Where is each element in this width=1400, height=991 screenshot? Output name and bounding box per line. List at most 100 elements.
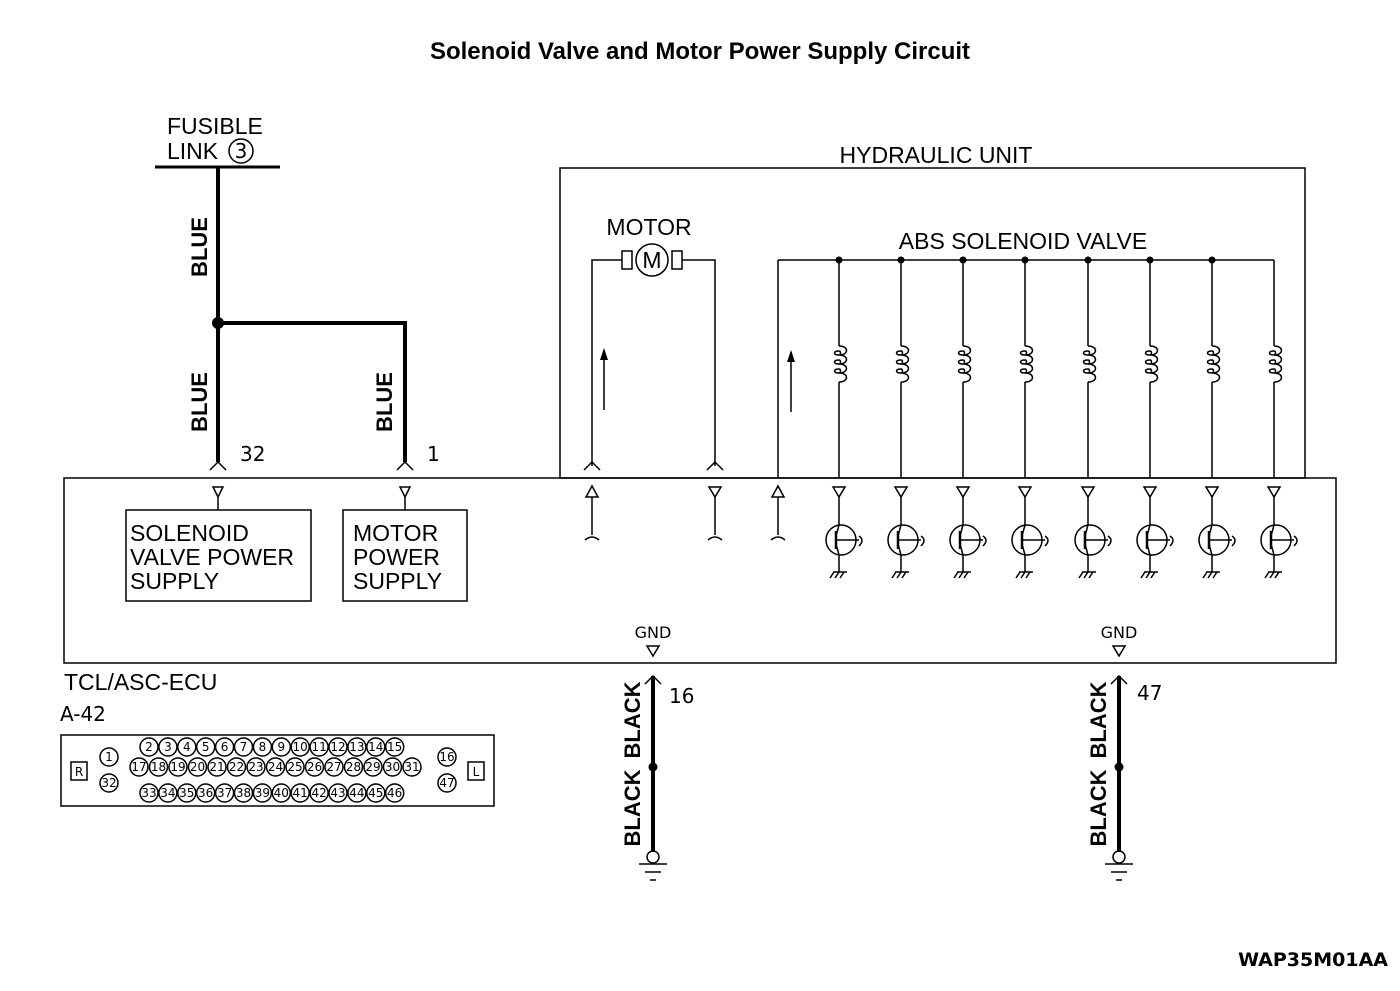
wire-color-label: BLACK bbox=[1086, 681, 1111, 758]
gnd-label: GND bbox=[1101, 623, 1138, 642]
connector-pin-number: 11 bbox=[311, 740, 326, 754]
connector-pin-number: 26 bbox=[307, 760, 322, 774]
pin-number: 32 bbox=[240, 442, 265, 466]
wire-color-label: BLUE bbox=[187, 217, 212, 277]
connector-id: A-42 bbox=[60, 702, 106, 726]
connector-pin-number: 40 bbox=[274, 786, 289, 800]
connector-pin: 16 bbox=[437, 747, 457, 767]
connector-pin: 29 bbox=[363, 757, 383, 777]
connector-pin-number: 35 bbox=[179, 786, 194, 800]
connector-pin: 18 bbox=[148, 757, 169, 777]
connector-pin-number: 16 bbox=[439, 750, 454, 764]
connector-pin-number: 18 bbox=[151, 760, 166, 774]
motor-symbol-letter: M bbox=[642, 247, 661, 273]
connector-pin: 38 bbox=[233, 783, 254, 803]
ground-wiring: 16 BLACK BLACK 47 BLACK BLACK bbox=[620, 674, 1162, 881]
connector-pin-number: 23 bbox=[248, 760, 263, 774]
connector-pin-number: 17 bbox=[131, 760, 146, 774]
solenoid-valve-circuit bbox=[949, 256, 987, 579]
junction-dot bbox=[212, 317, 224, 329]
solenoid-coil bbox=[833, 345, 848, 383]
connector-pin: 25 bbox=[285, 757, 305, 777]
connector-pin: 20 bbox=[187, 757, 208, 777]
wire-color-label: BLUE bbox=[187, 372, 212, 432]
wire-color-label: BLACK bbox=[620, 681, 645, 758]
connector-pin: 19 bbox=[168, 757, 188, 777]
connector-pin-number: 21 bbox=[209, 760, 224, 774]
motor-power-supply-box bbox=[342, 509, 468, 602]
hydraulic-unit-label: HYDRAULIC UNIT bbox=[840, 142, 1033, 168]
sv-box-line: SOLENOID bbox=[130, 520, 249, 546]
solenoid-coil bbox=[895, 345, 910, 383]
connector-pin-number: 29 bbox=[365, 760, 380, 774]
solenoid-coil bbox=[1206, 345, 1221, 383]
motor-box-line: SUPPLY bbox=[353, 568, 442, 594]
solenoid-valve-circuit bbox=[1011, 256, 1049, 579]
ground-terminal bbox=[646, 850, 660, 864]
solenoid-coil bbox=[1019, 345, 1034, 383]
connector-pin-number: 5 bbox=[202, 740, 210, 754]
solenoid-valve-circuit bbox=[1198, 256, 1236, 579]
connector-pin: 5 bbox=[195, 737, 216, 757]
connector-pin: 6 bbox=[214, 737, 235, 757]
fusible-link-number: 3 bbox=[235, 139, 248, 163]
solenoid-coil bbox=[1082, 345, 1097, 383]
connector-pin-number: 37 bbox=[217, 786, 232, 800]
motor-symbol bbox=[635, 243, 669, 277]
connector-pin-number: 3 bbox=[164, 740, 172, 754]
connector-pin: 14 bbox=[366, 737, 386, 757]
connector-pin-number: 20 bbox=[190, 760, 205, 774]
connector-pin: 47 bbox=[437, 773, 457, 793]
connector-pin-number: 33 bbox=[141, 786, 156, 800]
connector-pin-number: 41 bbox=[293, 786, 308, 800]
connector-pin-number: 15 bbox=[387, 740, 402, 754]
connector-pin: 30 bbox=[382, 757, 403, 777]
abs-solenoid-valve-label: ABS SOLENOID VALVE bbox=[899, 228, 1147, 254]
wire-color-label: BLUE bbox=[372, 372, 397, 432]
blue-wiring: BLUE BLUE BLUE 32 1 bbox=[187, 167, 440, 471]
gnd-label: GND bbox=[635, 623, 672, 642]
solenoid-coil bbox=[1268, 345, 1283, 383]
sv-box-line: VALVE POWER bbox=[130, 544, 294, 570]
connector-pin: 42 bbox=[309, 783, 329, 803]
connector-pin: 4 bbox=[177, 737, 197, 757]
connector-pin-number: 46 bbox=[387, 786, 402, 800]
connector-pin: 32 bbox=[99, 773, 119, 793]
connector-pin: 45 bbox=[366, 783, 386, 803]
connector-pin-number: 43 bbox=[330, 786, 345, 800]
solenoid-valve-circuit bbox=[825, 256, 863, 579]
connector-pin: 41 bbox=[290, 783, 310, 803]
connector-pin: 37 bbox=[214, 783, 235, 803]
connector-pin: 34 bbox=[158, 783, 178, 803]
connector-pin-number: 47 bbox=[439, 776, 454, 790]
drawing-code: WAP35M01AA bbox=[1238, 949, 1388, 971]
connector-pin-number: 42 bbox=[311, 786, 326, 800]
connector-pin: 15 bbox=[384, 737, 405, 757]
connector-pin: 10 bbox=[290, 737, 310, 757]
connector-pin-number: 12 bbox=[330, 740, 345, 754]
solenoid-valve-circuit bbox=[887, 256, 925, 579]
connector-pin-number: 8 bbox=[259, 740, 267, 754]
connector-pin-number: 31 bbox=[404, 760, 419, 774]
pin-number: 47 bbox=[1137, 681, 1162, 705]
connector-pin: 22 bbox=[226, 757, 247, 777]
connector-pin: 43 bbox=[328, 783, 348, 803]
connector-pin-number: 22 bbox=[229, 760, 244, 774]
motor-box-line: MOTOR bbox=[353, 520, 438, 546]
motor-box-line: POWER bbox=[353, 544, 440, 570]
fusible-link: FUSIBLE LINK 3 bbox=[155, 113, 280, 169]
connector-pin: 12 bbox=[328, 737, 348, 757]
connector-pin: 39 bbox=[252, 783, 273, 803]
connector-pin-number: 1 bbox=[105, 750, 113, 764]
wire-color-label: BLACK bbox=[1086, 769, 1111, 846]
connector-pin-number: 10 bbox=[293, 740, 308, 754]
connector-pin: 2 bbox=[139, 737, 159, 757]
solenoid-coil bbox=[1144, 345, 1159, 383]
connector-pin: 27 bbox=[324, 757, 344, 777]
connector-pin-number: 38 bbox=[236, 786, 251, 800]
connector-pin: 21 bbox=[207, 757, 227, 777]
solenoid-valve-columns bbox=[825, 256, 1298, 579]
